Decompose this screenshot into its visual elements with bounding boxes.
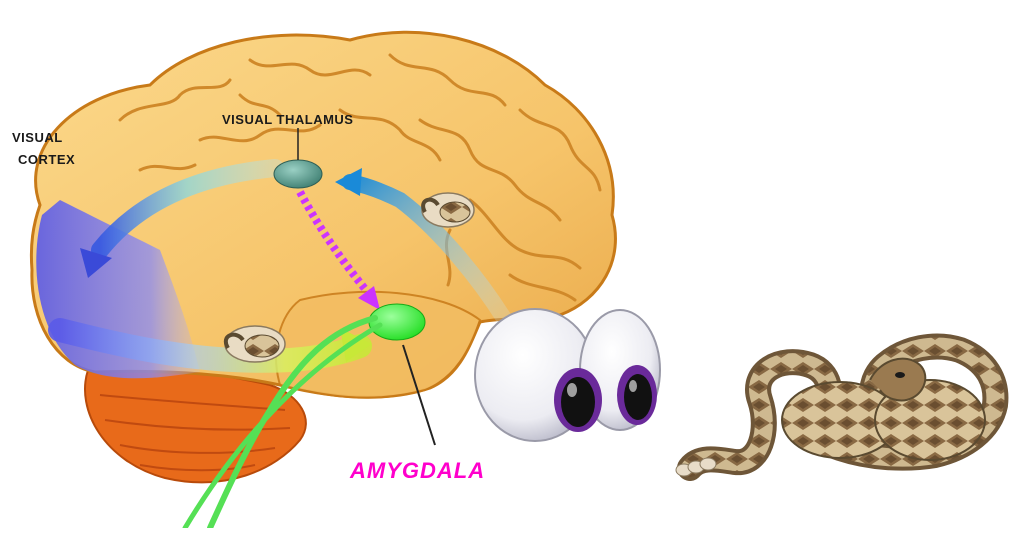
snake-thumbnail-icon [422, 193, 474, 227]
amygdala-label: AMYGDALA [350, 458, 485, 484]
visual-thalamus-node [274, 160, 322, 188]
amygdala-node [369, 304, 425, 340]
visual-cortex-label-line2: CORTEX [18, 152, 75, 167]
visual-cortex-label-line1: VISUAL [12, 130, 63, 145]
rattlesnake-icon [676, 346, 995, 476]
snake-thumbnail-icon [225, 326, 285, 362]
eyes-icon [475, 309, 660, 441]
visual-thalamus-label: VISUAL THALAMUS [222, 112, 353, 127]
